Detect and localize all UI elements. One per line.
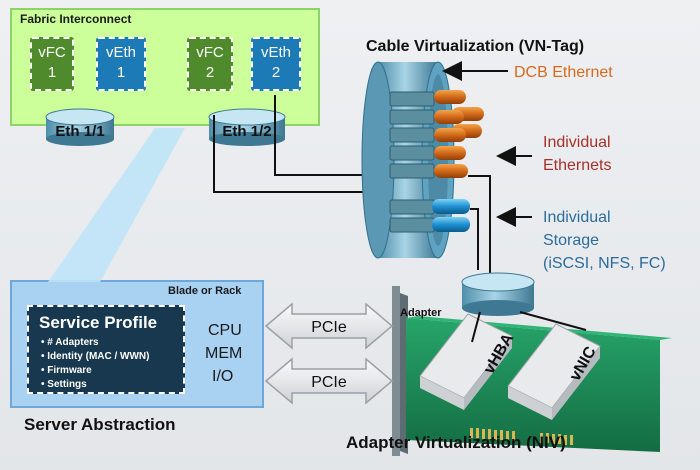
annotation-arrows [442, 61, 532, 227]
port-eth-1-1 [45, 108, 115, 146]
vfc-1-label: vFC [38, 44, 66, 61]
bullet-adapters-text: # Adapters [47, 337, 99, 348]
adapter-virtualization-caption: Adapter Virtualization (NIV) [346, 433, 566, 452]
veth-1-label: vEth [105, 44, 136, 61]
server-abstraction-caption: Server Abstraction [24, 415, 176, 434]
bullet-identity: • Identity (MAC / WWN) [41, 351, 150, 362]
resource-cpu: CPU [208, 322, 242, 339]
vfc-2-label: vFC [196, 44, 224, 61]
cylinder-to-card-wires [471, 311, 587, 343]
fabric-interconnect-title: Fabric Interconnect [20, 12, 132, 26]
bullet-adapters: • # Adapters [41, 337, 99, 348]
individual-ethernets-line2: Ethernets [543, 157, 611, 174]
vfc-2-block: vFC 2 [187, 37, 233, 91]
adapter-cylinder [461, 272, 535, 316]
vfc-2-number: 2 [205, 64, 215, 81]
vnic-card [507, 323, 601, 420]
pcie-bottom-label: PCIe [311, 374, 347, 391]
individual-storage-line2: Storage [543, 232, 599, 249]
veth-1-number: 1 [116, 64, 126, 81]
service-profile-card: Service Profile • # Adapters • Identity … [27, 305, 185, 394]
vfc-1-block: vFC 1 [30, 37, 74, 91]
veth-2-block: vEth 2 [251, 37, 301, 91]
individual-storage-line3: (iSCSI, NFS, FC) [543, 255, 666, 272]
port-eth-1-1-label: Eth 1/1 [55, 123, 104, 140]
vhba-card [419, 313, 513, 410]
storage-strands [432, 199, 470, 232]
cable-virtualization-title: Cable Virtualization (VN-Tag) [366, 38, 584, 55]
resource-mem: MEM [205, 345, 243, 362]
ethernet-strands [434, 90, 484, 178]
port-eth-1-2-label: Eth 1/2 [222, 123, 271, 140]
bullet-settings-text: Settings [47, 379, 87, 390]
blade-or-rack-label: Blade or Rack [168, 285, 242, 297]
bullet-settings: • Settings [41, 379, 87, 390]
adapter-label: Adapter [400, 307, 442, 319]
veth-2-label: vEth [260, 44, 291, 61]
bullet-firmware-text: Firmware [47, 365, 92, 376]
individual-ethernets-line1: Individual [543, 134, 611, 151]
port-eth-1-2 [208, 108, 286, 146]
individual-storage-line1: Individual [543, 209, 611, 226]
dcb-ethernet-label: DCB Ethernet [514, 64, 613, 81]
projection-wedge [48, 128, 185, 282]
fabric-to-cable-wires [213, 95, 390, 193]
bullet-identity-text: Identity (MAC / WWN) [47, 351, 150, 362]
pcie-arrow-bottom [264, 357, 394, 405]
pcie-top-label: PCIe [311, 319, 347, 336]
service-profile-title: Service Profile [39, 313, 158, 332]
veth-1-block: vEth 1 [96, 37, 146, 91]
bullet-firmware: • Firmware [41, 365, 92, 376]
cable-to-adapter-wires [468, 175, 491, 278]
pcie-arrow-top [264, 302, 394, 350]
resource-io: I/O [212, 368, 234, 385]
veth-2-number: 2 [271, 64, 281, 81]
vfc-1-number: 1 [47, 64, 57, 81]
